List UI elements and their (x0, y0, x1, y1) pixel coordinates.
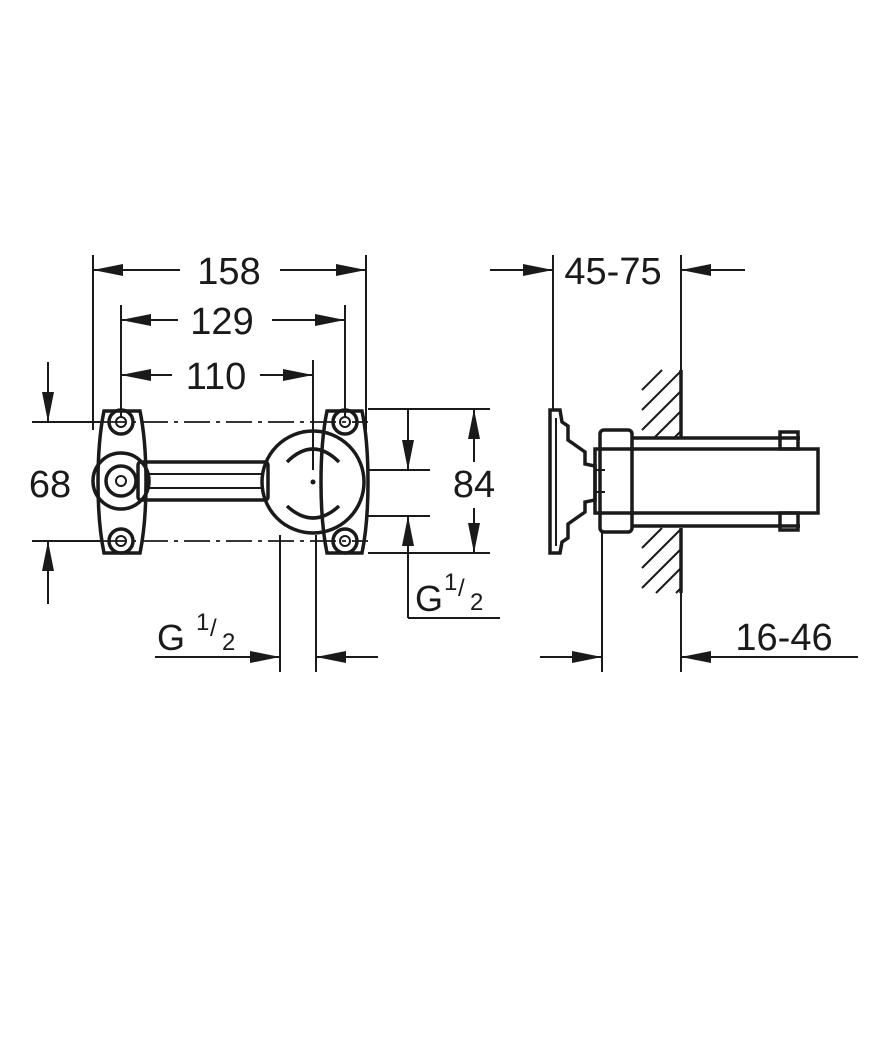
valve-body (260, 429, 366, 535)
side-valve-body (593, 428, 820, 534)
front-view: 158 129 110 68 (29, 251, 500, 672)
mounting-body (96, 409, 370, 555)
dim-45-75-label: 45-75 (564, 251, 661, 293)
hole-bottom-right-inner (339, 535, 351, 547)
hole-bottom-right (331, 527, 359, 555)
left-inlet-fitting (91, 451, 151, 511)
dim-84-label: 84 (453, 464, 495, 506)
dimension-110: 110 (121, 356, 313, 398)
hole-top-right (331, 408, 359, 436)
side-mounting-plate (548, 408, 597, 555)
dimension-129: 129 (121, 301, 345, 343)
thread-dimension-bottom: G 1 / 2 (155, 609, 378, 663)
dim-129-label: 129 (190, 301, 253, 343)
thread-right-num: 1 (444, 569, 457, 596)
dimension-45-75: 45-75 (490, 251, 745, 293)
front-centerlines (100, 421, 368, 542)
hole-top-left-inner (115, 416, 127, 428)
dim-158-label: 158 (197, 251, 260, 293)
thread-bottom-num: 1 (196, 609, 209, 636)
hole-bottom-left-inner (115, 535, 127, 547)
side-extension-lines (552, 255, 682, 672)
front-extension-lines (32, 255, 490, 672)
dim-68-label: 68 (29, 464, 71, 506)
side-view: 45-75 16-46 (490, 251, 858, 672)
dimension-16-46: 16-46 (540, 617, 858, 663)
dim-16-46-label: 16-46 (735, 617, 832, 659)
hole-bottom-left (107, 527, 135, 555)
wall-section (641, 369, 683, 594)
hole-top-left (107, 408, 135, 436)
mounting-holes (107, 408, 359, 555)
thread-bottom-slash: / (210, 615, 217, 642)
thread-bottom-den: 2 (222, 629, 235, 656)
hole-top-right-inner (339, 416, 351, 428)
dim-110-label: 110 (186, 356, 247, 398)
thread-right-g: G (415, 578, 443, 619)
thread-right-den: 2 (470, 589, 483, 616)
thread-dimension-right: G 1 / 2 (402, 410, 500, 619)
thread-bottom-g: G (157, 617, 185, 658)
dimension-68: 68 (29, 362, 71, 604)
dimension-84: 84 (453, 409, 495, 553)
dimension-158: 158 (93, 251, 366, 293)
thread-right-slash: / (458, 575, 465, 602)
